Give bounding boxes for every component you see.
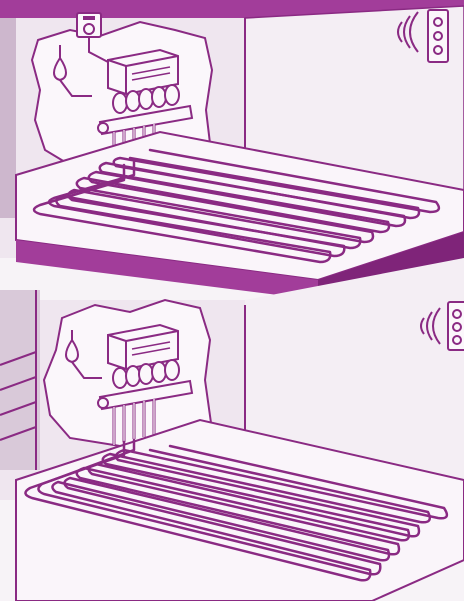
staircase — [0, 290, 40, 470]
thermostat-icon — [77, 13, 101, 37]
left-edge-wall — [0, 18, 16, 218]
